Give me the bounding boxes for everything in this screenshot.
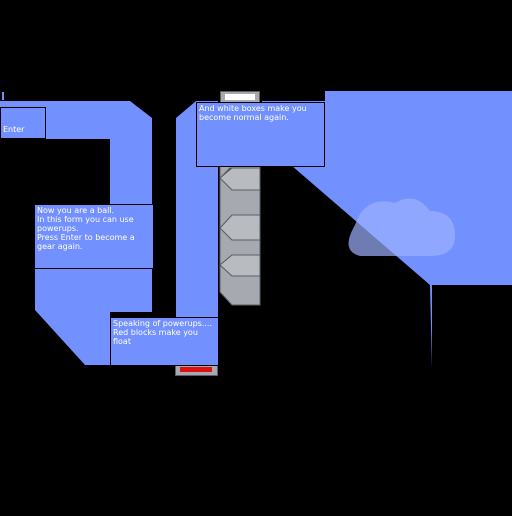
- hint-white-boxes: And white boxes make you become normal a…: [196, 102, 325, 167]
- red-powerup-core: [180, 367, 212, 372]
- edge-strip: [2, 92, 4, 100]
- hint-enter: Enter: [0, 107, 46, 139]
- steel-block-column: [219, 150, 261, 306]
- hint-ball-form: Now you are a ball. In this form you can…: [34, 204, 154, 269]
- cloud-decoration: [348, 198, 455, 256]
- white-powerup-core: [225, 94, 255, 100]
- ledge-line: [10, 96, 90, 98]
- hint-powerups: Speaking of powerups.... Red blocks make…: [110, 317, 219, 366]
- center-sky-region: [176, 101, 218, 365]
